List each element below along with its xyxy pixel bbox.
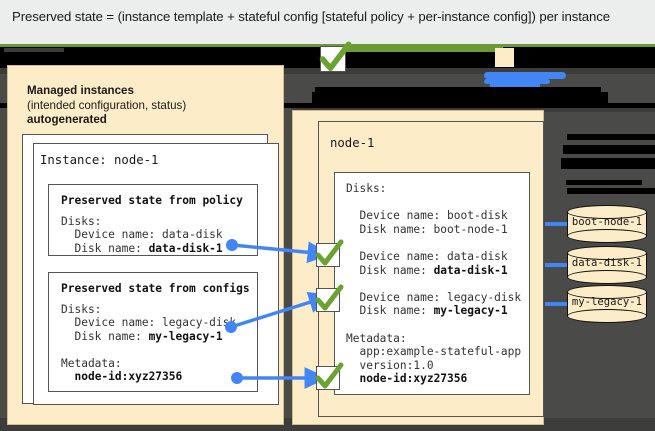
node-metadata-node-id: node-id:xyz27356	[359, 372, 468, 386]
redaction-bar-right-2	[528, 57, 655, 61]
preserved-state-policy-title: Preserved state from policy	[61, 194, 243, 207]
redaction-title-line-2	[312, 92, 608, 106]
blue-scribble-annotation-3	[490, 84, 540, 88]
redaction-right-col-4	[566, 180, 642, 185]
preserved-state-configs-body: Disks: Device name: legacy-disk Disk nam…	[61, 303, 236, 383]
disk-cylinder-top	[567, 246, 647, 260]
disk-label: my-legacy-1	[571, 296, 643, 308]
disk-link-legacy	[545, 302, 569, 306]
check-legacy-disk-box	[316, 288, 340, 312]
redaction-right-col-1	[567, 134, 655, 140]
policy-lines: Disks: Device name: data-disk Disk name:	[61, 215, 223, 255]
managed-instances-autogenerated: autogenerated	[27, 113, 107, 127]
caption-text: Preserved state = (instance template + s…	[12, 9, 610, 24]
configs-lines-a: Disks: Device name: legacy-disk Disk nam…	[61, 303, 237, 343]
redaction-right-col-2	[563, 145, 655, 154]
check-node-id-box	[316, 366, 340, 390]
disk-link-data	[545, 263, 569, 267]
redaction-right-col-5	[567, 188, 655, 194]
node-detail-mid: Device name: legacy-disk Disk name:	[359, 290, 522, 318]
disk-label: data-disk-1	[571, 257, 643, 269]
redaction-bar-right-1	[514, 53, 655, 57]
disk-cylinder-bottom	[567, 229, 647, 243]
disk-cylinder-top	[567, 205, 647, 219]
disk-cylinder-bottom	[567, 270, 647, 284]
disk-my-legacy-1: my-legacy-1	[567, 285, 649, 323]
node-detail-body: Disks: Device name: boot-disk Disk name:…	[346, 182, 521, 386]
node-detail-box: Disks: Device name: boot-disk Disk name:…	[334, 172, 530, 395]
preserved-state-policy-body: Disks: Device name: data-disk Disk name:…	[61, 215, 223, 255]
preserved-state-policy-box: Preserved state from policy Disks: Devic…	[48, 184, 258, 256]
disk-boot-node-1: boot-node-1	[567, 205, 649, 243]
configs-lines-b: Metadata:	[61, 356, 122, 370]
managed-instances-heading: Managed instances (intended configuratio…	[27, 84, 267, 128]
check-header-box	[320, 46, 346, 72]
configs-node-id: node-id:xyz27356	[74, 370, 183, 384]
redaction-right-col-3	[561, 158, 655, 169]
policy-disk-name: data-disk-1	[148, 241, 223, 255]
disk-cylinder-bottom	[567, 309, 647, 323]
redaction-bar-top-tick	[4, 48, 64, 52]
preserved-state-configs-title: Preserved state from configs	[61, 282, 250, 295]
managed-instances-title: Managed instances	[27, 84, 134, 97]
disk-label: boot-node-1	[571, 216, 643, 228]
node-data-disk-name: data-disk-1	[433, 263, 508, 277]
header-green-accent	[337, 47, 503, 52]
preserved-state-configs-box: Preserved state from configs Disks: Devi…	[48, 272, 258, 392]
redaction-title-line-3	[0, 103, 655, 108]
node-detail-head: Disks: Device name: boot-disk Disk name:…	[346, 182, 508, 277]
disk-cylinder-top	[567, 285, 647, 299]
blue-scribble-annotation	[484, 72, 566, 79]
disk-link-boot	[545, 222, 569, 226]
check-data-disk-box	[316, 243, 340, 267]
node-legacy-disk-name: my-legacy-1	[433, 304, 508, 318]
header-tan-chip	[495, 48, 514, 67]
node-label: node-1	[330, 136, 375, 150]
configs-disk-name: my-legacy-1	[148, 329, 223, 343]
instance-label: Instance: node-1	[40, 153, 159, 167]
node-detail-tail: Metadata: app:example-stateful-app versi…	[346, 331, 522, 372]
disk-data-disk-1: data-disk-1	[567, 246, 649, 284]
redaction-title-line-1	[315, 87, 601, 92]
managed-instances-subtitle: (intended configuration, status)	[27, 98, 187, 112]
blue-scribble-annotation-2	[484, 79, 550, 84]
caption-band	[0, 0, 655, 44]
